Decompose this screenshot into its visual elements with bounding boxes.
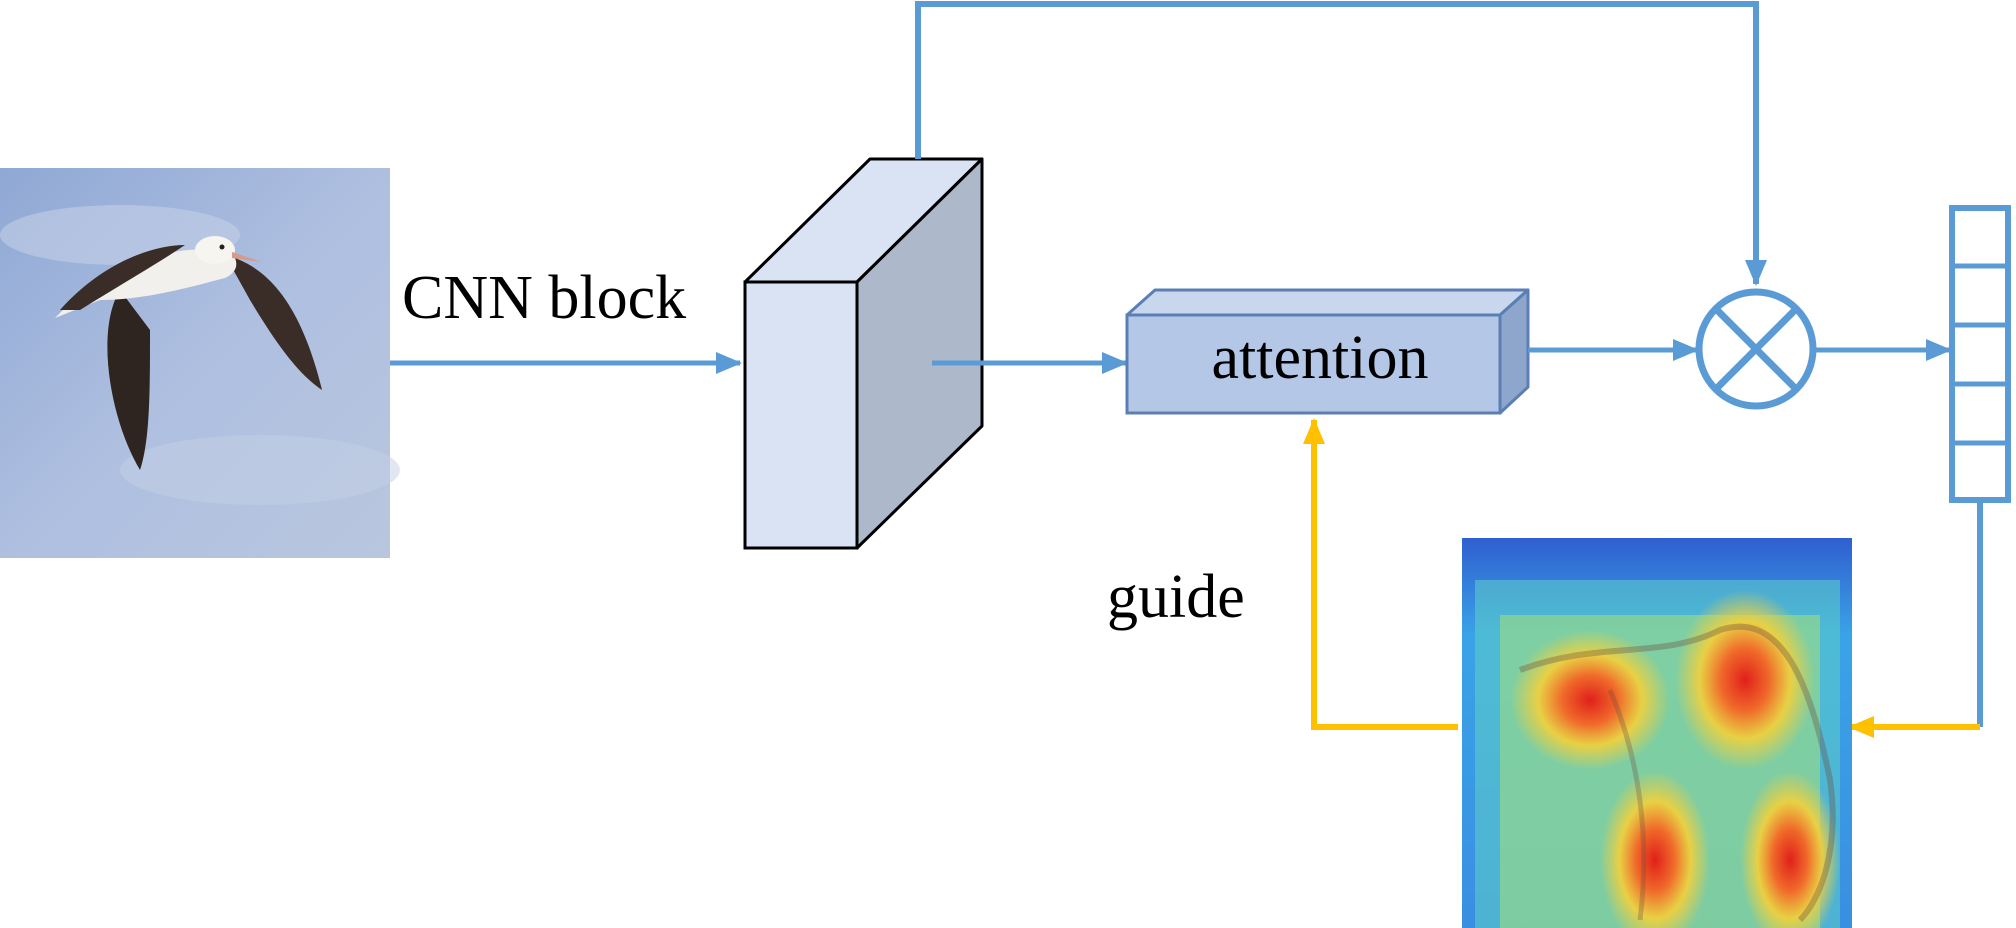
feature-map-block [743,157,984,550]
heatmap-image [1462,538,1852,928]
multiply-icon [1695,288,1817,410]
attention-label: attention [1212,324,1429,392]
guide-label: guide [1107,563,1245,631]
output-vector [1949,205,2011,503]
bird-icon [55,236,322,470]
input-image [0,168,400,558]
skip-connection-arrow [915,1,1767,286]
cnn-block-label: CNN block [402,264,686,332]
guide-arrow [1303,418,1458,730]
attention-box: attention [1125,288,1530,415]
